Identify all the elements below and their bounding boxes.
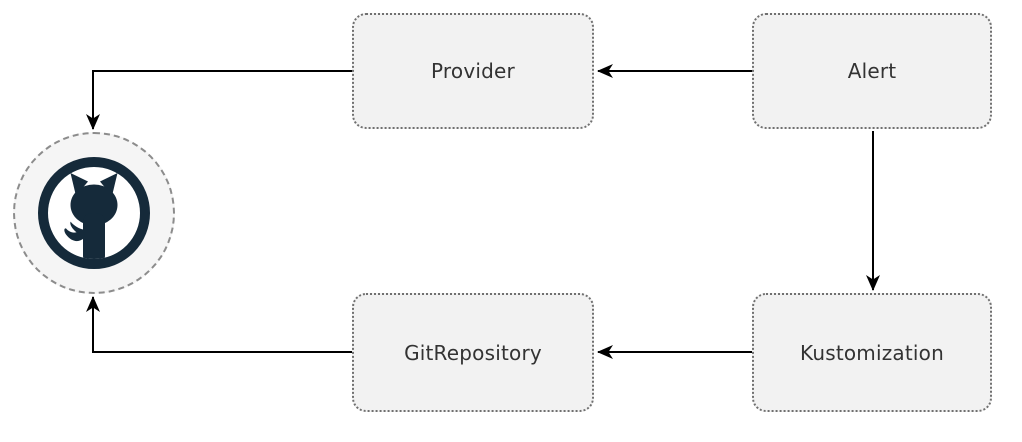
node-gitrepository-label: GitRepository [404, 340, 542, 365]
github-octocat-icon [38, 157, 150, 269]
node-github [13, 132, 175, 294]
node-gitrepository: GitRepository [352, 293, 594, 412]
node-kustomization: Kustomization [752, 293, 992, 412]
node-provider-label: Provider [431, 59, 515, 83]
edge-gitrepository-github [86, 296, 352, 353]
node-provider: Provider [352, 13, 594, 129]
node-kustomization-label: Kustomization [800, 340, 944, 365]
edge-provider-github [86, 70, 352, 130]
node-alert-label: Alert [847, 59, 897, 83]
node-alert: Alert [752, 13, 992, 129]
